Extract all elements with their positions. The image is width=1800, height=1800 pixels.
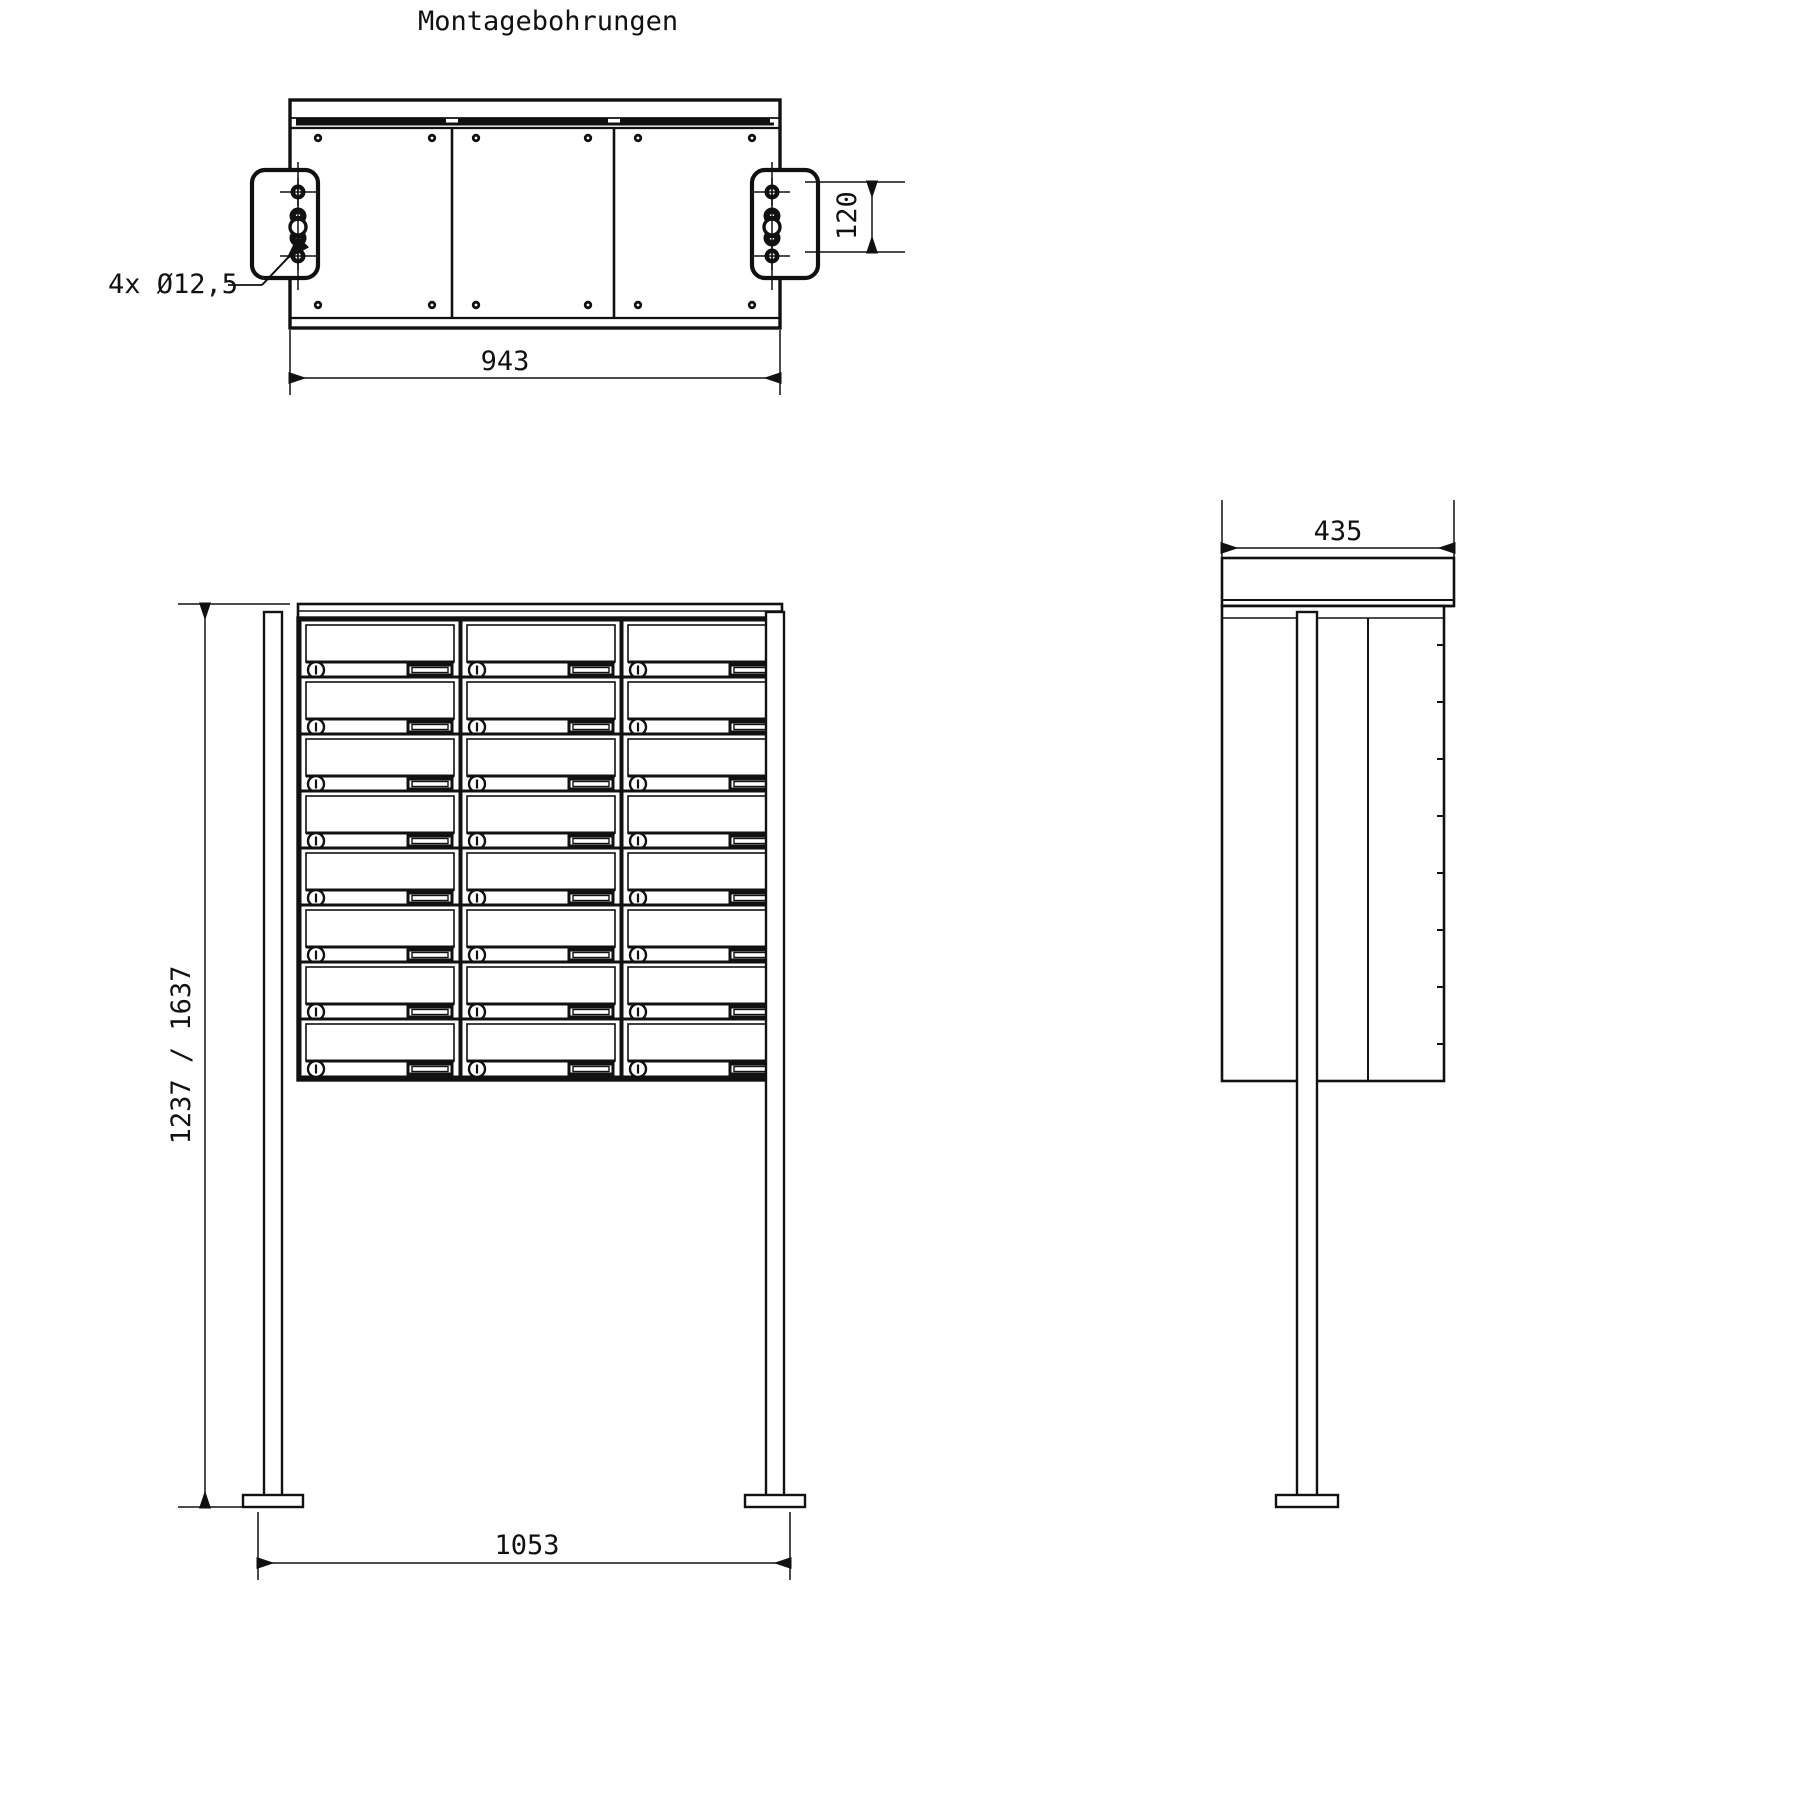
support-post-left xyxy=(241,610,305,1509)
page-title: Montagebohrungen xyxy=(418,6,678,37)
mounting-bracket-left xyxy=(252,162,318,290)
dimension-height-label: 1237 / 1637 xyxy=(166,966,197,1145)
dimension-base-width: 1053 xyxy=(256,1512,792,1580)
dimension-bracket-offset: 120 xyxy=(805,180,905,254)
dimension-1053-label: 1053 xyxy=(494,1530,559,1561)
side-view-depth: 435 xyxy=(1220,500,1456,1509)
support-post-side xyxy=(1274,610,1340,1509)
dimension-depth: 435 xyxy=(1220,500,1456,568)
dimension-top-width: 943 xyxy=(288,330,782,395)
hinge-marks xyxy=(1437,644,1444,1045)
mounting-hole-icon xyxy=(313,133,757,310)
mailbox-grid xyxy=(298,618,784,1079)
dimension-stand-height: 1237 / 1637 xyxy=(166,602,290,1509)
top-view-mounting-holes: 4x Ø12,5 120 943 xyxy=(108,98,905,395)
front-view-mailbox-stand: 1237 / 1637 1053 xyxy=(166,602,807,1580)
hole-callout-label: 4x Ø12,5 xyxy=(108,269,238,300)
mounting-bracket-right xyxy=(752,162,818,290)
dimension-435-label: 435 xyxy=(1314,516,1363,547)
dimension-120-label: 120 xyxy=(832,191,863,240)
support-post-right xyxy=(743,610,807,1509)
dimension-943-label: 943 xyxy=(481,346,530,377)
